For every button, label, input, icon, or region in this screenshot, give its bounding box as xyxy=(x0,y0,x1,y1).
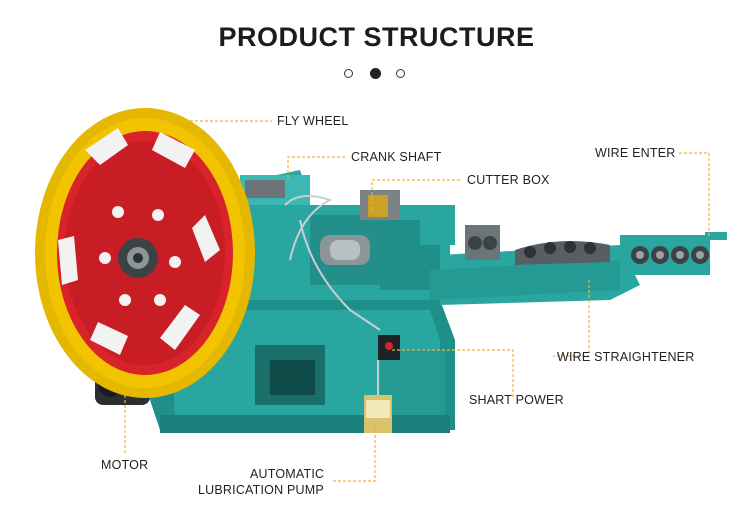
label-shart-power: SHART POWER xyxy=(469,393,564,407)
label-lubrication-pump-line2: LUBRICATION PUMP xyxy=(198,483,324,497)
label-wire-enter: WIRE ENTER xyxy=(595,146,676,160)
carousel-dot-2-active[interactable] xyxy=(370,68,381,79)
label-motor: MOTOR xyxy=(101,458,149,472)
wire-arm xyxy=(430,225,727,305)
label-fly-wheel: FLY WHEEL xyxy=(277,114,349,128)
power-and-pump xyxy=(364,335,400,433)
fly-wheel xyxy=(35,108,255,398)
carousel-dot-1[interactable] xyxy=(344,69,353,78)
carousel-dots xyxy=(344,68,408,81)
label-wire-straightener: WIRE STRAIGHTENER xyxy=(557,350,695,364)
label-lubrication-pump-line1: AUTOMATIC xyxy=(250,467,325,481)
label-crank-shaft: CRANK SHAFT xyxy=(351,150,442,164)
label-cutter-box: CUTTER BOX xyxy=(467,173,550,187)
carousel-dot-3[interactable] xyxy=(396,69,405,78)
page-title: PRODUCT STRUCTURE xyxy=(218,22,535,52)
leader-lines xyxy=(124,120,710,482)
